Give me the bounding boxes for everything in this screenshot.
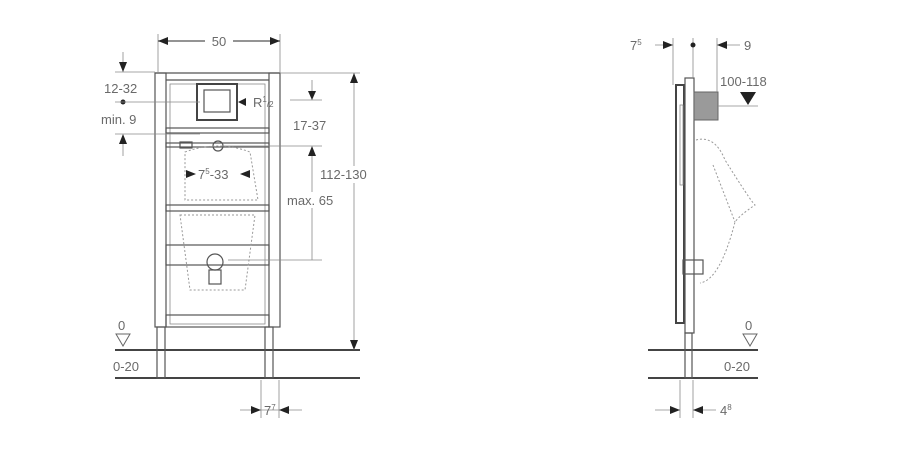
foot-dimension: 77 (264, 403, 276, 418)
side-left-dimension: 75 (630, 38, 642, 53)
side-view: 75 9 100-118 0 0-20 48 (630, 38, 767, 418)
left-leg (156, 326, 166, 379)
side-height-dimension: 100-118 (720, 74, 767, 89)
drain-connection (206, 253, 224, 271)
frame-side (675, 77, 719, 379)
connection-box (693, 91, 719, 121)
side-floor-zero-label: 0 (745, 318, 752, 333)
floor-range-label: 0-20 (113, 359, 139, 374)
floor-zero-label: 0 (118, 318, 125, 333)
max-dimension: max. 65 (287, 193, 333, 208)
frame (154, 72, 281, 379)
side-foot-dimension: 48 (720, 403, 732, 418)
width-dimension: 50 (212, 34, 226, 49)
thread-dimension: R1/2 (253, 95, 274, 110)
min-dimension: min. 9 (101, 112, 136, 127)
side-floor-range-label: 0-20 (724, 359, 750, 374)
urinal-outline (695, 138, 756, 284)
side-right-dimension: 9 (744, 38, 751, 53)
top-offset-dimension: 12-32 (104, 81, 137, 96)
fixing-dimension: 75-33 (198, 167, 228, 182)
right-leg (264, 326, 274, 379)
inlet-range-dimension: 17-37 (293, 118, 326, 133)
front-view: 50 12-32 min. 9 R1/2 17-37 max. 65 112-1… (101, 33, 380, 418)
height-dimension: 112-130 (320, 167, 367, 182)
